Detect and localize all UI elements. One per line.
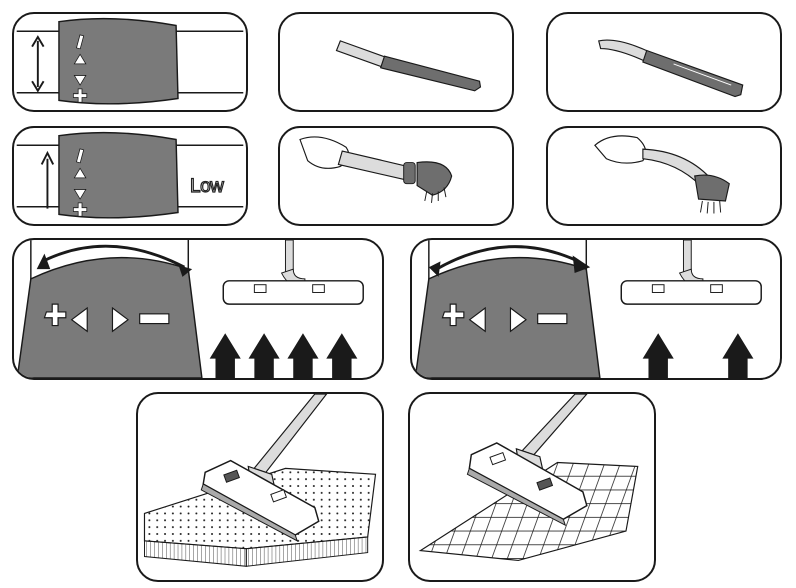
curved-arrow-icon (435, 245, 580, 271)
panel-dusting-brush (278, 126, 514, 226)
panel-crevice-tool-on-hose (546, 12, 782, 112)
up-arrows-icon (642, 333, 754, 378)
plus-icon (441, 303, 465, 327)
plus-icon (43, 303, 67, 327)
left-triangle-icon (70, 306, 88, 333)
low-label: Low (189, 175, 224, 197)
minus-icon (139, 313, 170, 325)
panel-crevice-tool (278, 12, 514, 112)
panel-suction-slider-adjust (12, 12, 248, 112)
floor-nozzle-icon (620, 240, 762, 305)
dusting-brush-hose-drawing (594, 135, 730, 214)
up-arrows-icon (209, 333, 358, 378)
nozzle-on-hard-floor-drawing (418, 394, 639, 562)
panel-nozzle-on-hard-floor (408, 392, 656, 582)
curved-arrow-icon (41, 244, 186, 269)
nozzle-carpet-setting-drawing (16, 240, 364, 378)
minus-icon (537, 313, 568, 325)
nozzle-on-carpet-drawing (143, 394, 377, 567)
crevice-hose-drawing (598, 39, 744, 98)
double-arrow-icon (31, 35, 45, 93)
panel-floor-nozzle-hard-floor-setting (410, 238, 782, 380)
suction-slider-drawing (16, 17, 244, 105)
suction-slider-low-drawing (16, 131, 244, 219)
panel-floor-nozzle-carpet-setting (12, 238, 384, 380)
right-triangle-icon (111, 306, 129, 333)
panel-dusting-brush-on-hose (546, 126, 782, 226)
floor-nozzle-icon (222, 240, 364, 305)
nozzle-hard-floor-setting-drawing (414, 240, 762, 378)
dusting-brush-drawing (299, 136, 453, 203)
right-triangle-icon (509, 306, 527, 333)
up-arrow-icon (40, 150, 55, 209)
panel-suction-slider-low: Low (12, 126, 248, 226)
left-triangle-icon (468, 306, 486, 333)
crevice-tool-drawing (335, 40, 482, 92)
panel-nozzle-on-carpet (136, 392, 384, 582)
